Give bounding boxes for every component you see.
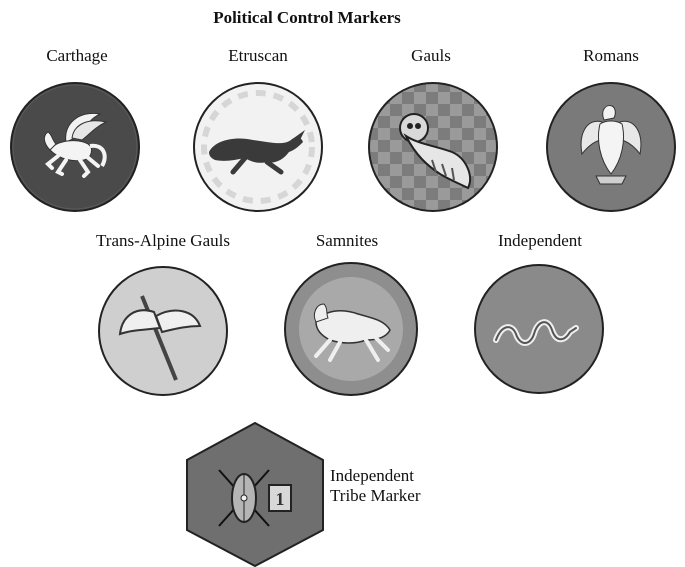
- marker-carthage: [8, 80, 143, 215]
- tribe-value: 1: [276, 489, 285, 509]
- marker-gauls: [366, 80, 501, 215]
- label-etruscan: Etruscan: [228, 46, 288, 65]
- double-axe-icon: [98, 266, 228, 396]
- bull-icon: [284, 262, 418, 396]
- tribe-marker-line1: Independent: [330, 466, 415, 485]
- label-gauls: Gauls: [411, 46, 451, 65]
- marker-trans-alpine-gauls: [96, 264, 231, 399]
- label-samnites: Samnites: [315, 231, 379, 250]
- marker-romans: [544, 80, 679, 215]
- marker-samnites: [282, 260, 420, 398]
- label-independent: Independent: [497, 231, 583, 250]
- label-romans: Romans: [583, 46, 639, 65]
- independent-tribe-marker: 1: [185, 422, 325, 567]
- pegasus-icon: [10, 82, 140, 212]
- shield-icon: [218, 469, 270, 527]
- marker-etruscan: [191, 80, 326, 215]
- owl-icon: [368, 82, 498, 212]
- snake-icon: [474, 264, 604, 394]
- tribe-marker-label: Independent Tribe Marker: [330, 466, 421, 506]
- eagle-icon: [546, 82, 676, 212]
- label-trans-alpine-gauls: Trans-Alpine Gauls: [96, 231, 230, 250]
- tribe-marker-line2: Tribe Marker: [330, 486, 421, 505]
- label-carthage: Carthage: [46, 46, 108, 65]
- page-title: Political Control Markers: [213, 8, 401, 27]
- hare-icon: [193, 82, 323, 212]
- marker-independent: [472, 262, 607, 397]
